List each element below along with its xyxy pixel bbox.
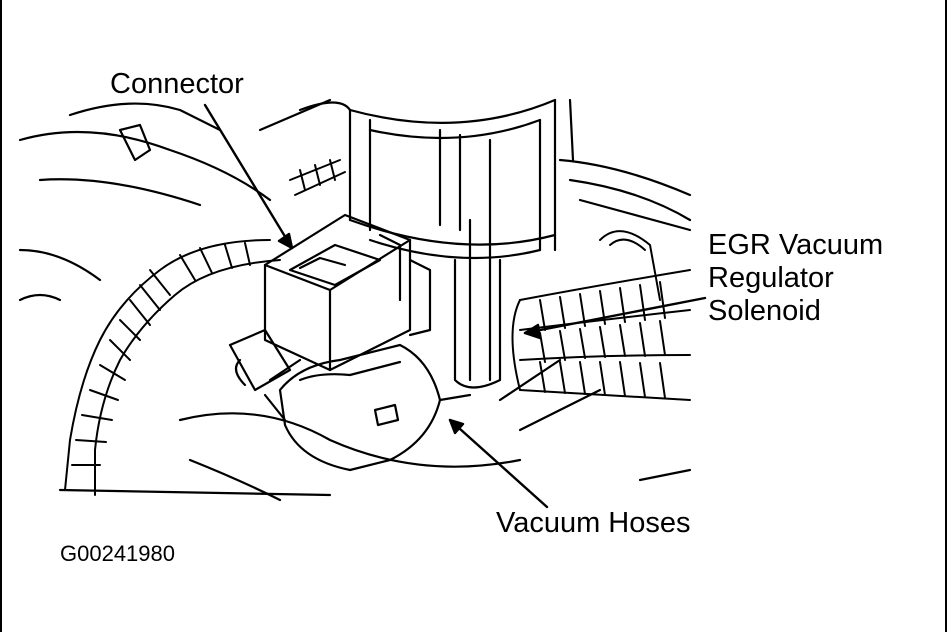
egr-leader-line — [523, 296, 707, 335]
vacuum-hose-fitting — [263, 343, 472, 472]
hoses-leader-line — [448, 418, 549, 509]
engine-background-lines — [18, 98, 692, 502]
frame-left-border — [0, 0, 2, 632]
wire-harness — [64, 159, 346, 496]
connector-label: Connector — [110, 68, 244, 100]
egr-label-line-2: Regulator — [708, 262, 834, 294]
egr-label-line-1: EGR Vacuum — [708, 229, 884, 261]
connector-block — [263, 213, 432, 372]
vacuum-hoses-label: Vacuum Hoses — [496, 507, 691, 539]
connector-arrowhead — [277, 232, 294, 250]
egr-label-line-3: Solenoid — [708, 295, 821, 327]
regulator-housing — [348, 98, 575, 389]
figure-id: G00241980 — [60, 541, 175, 566]
hoses-arrowhead — [448, 418, 465, 435]
connector-leader-line — [203, 103, 294, 250]
leader-lines — [203, 103, 707, 509]
egr-arrowhead — [523, 323, 542, 340]
frame-right-border — [945, 0, 947, 632]
hose-plug — [228, 328, 302, 392]
egr-solenoid-label: EGR Vacuum Regulator Solenoid — [708, 229, 883, 328]
corrugated-hoses-right — [511, 230, 691, 401]
